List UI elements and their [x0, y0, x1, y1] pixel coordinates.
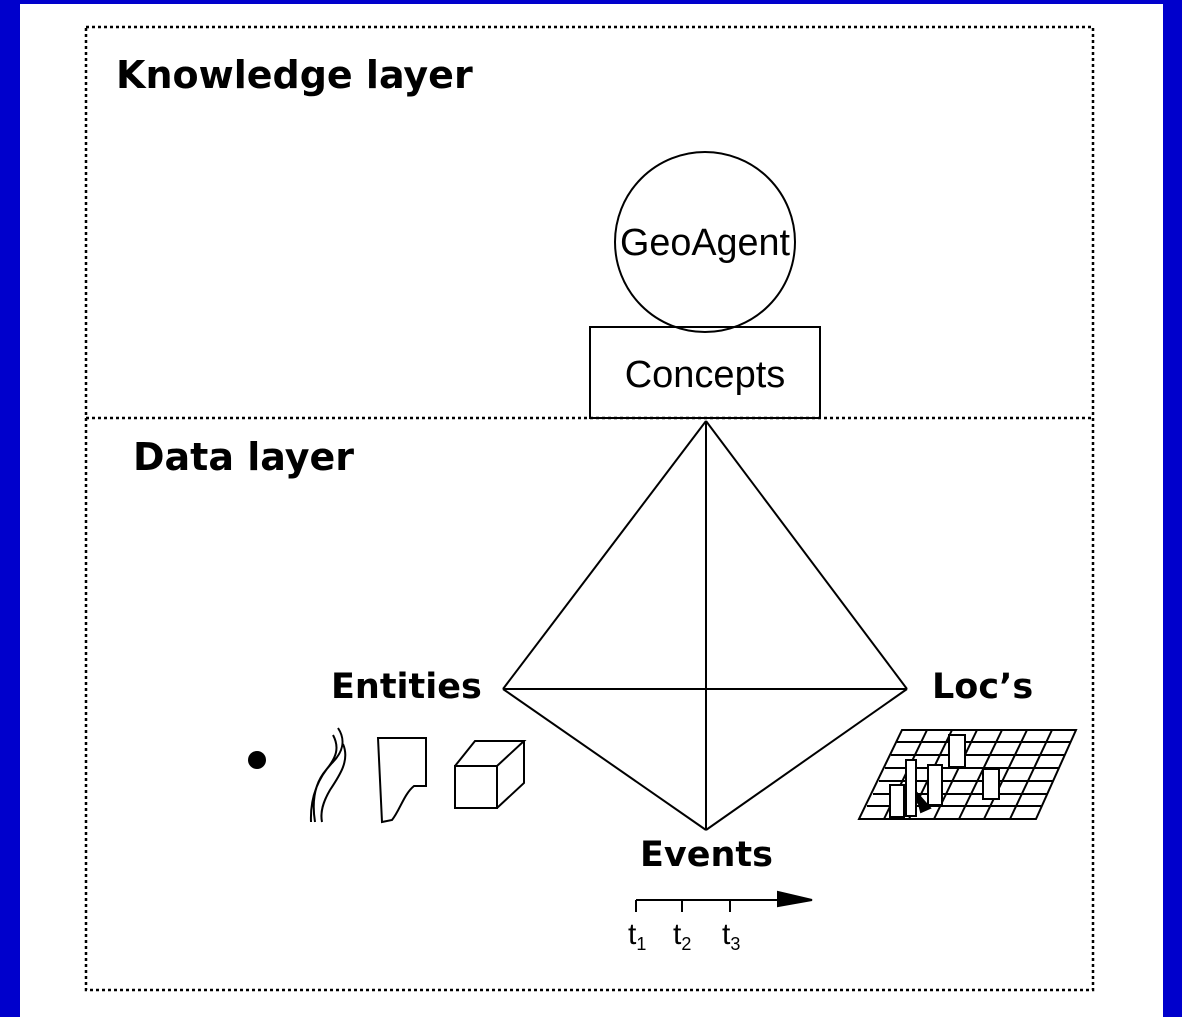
knowledge-layer-title: Knowledge layer — [116, 53, 473, 97]
locs-to-events-line — [705, 688, 908, 831]
entities-label: Entities — [331, 667, 482, 707]
events-label: Events — [640, 835, 773, 875]
locs-label: Loc’s — [932, 667, 1033, 707]
tick-label-t2: t2 — [673, 918, 691, 954]
timeline — [635, 890, 813, 912]
location-grid-icon — [857, 729, 1078, 820]
apex-to-locs-line — [705, 420, 908, 690]
diagram-panel — [20, 4, 1163, 1017]
tick-label-t1: t1 — [628, 918, 646, 954]
concepts-box — [589, 326, 821, 419]
apex-to-entities-line — [502, 420, 707, 690]
timeline-arrowhead — [777, 890, 813, 908]
relation-lines — [502, 420, 908, 831]
volume-entity-icon — [454, 740, 527, 809]
line-entity-icon — [309, 727, 347, 823]
tick-label-t3: t3 — [722, 918, 740, 954]
polygon-entity-icon — [376, 737, 427, 824]
outer-frame — [84, 25, 1095, 992]
data-layer-title: Data layer — [133, 435, 354, 479]
entities-to-events-line — [502, 688, 707, 831]
point-entity-icon — [248, 751, 266, 769]
geoagent-label: GeoAgent — [620, 222, 790, 264]
entity-glyphs — [248, 727, 527, 824]
concepts-label: Concepts — [625, 354, 786, 396]
geoagent-circle — [614, 151, 796, 333]
